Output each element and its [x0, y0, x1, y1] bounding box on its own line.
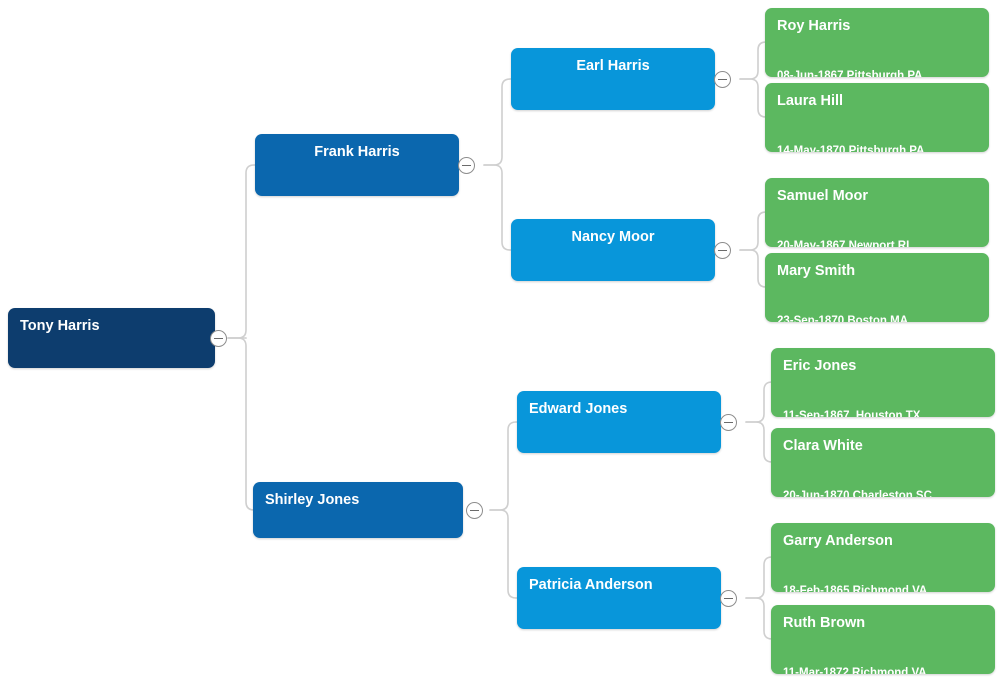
- node-birth: 23-Sep-1870 Boston MA: [777, 315, 909, 322]
- node-dates: 23-Nov-1890 Pittsburgh PA 18-Jan-1974 No…: [523, 79, 703, 110]
- toggle-earl-harris[interactable]: [714, 71, 731, 88]
- toggle-tony-harris[interactable]: [210, 330, 227, 347]
- node-clara-white[interactable]: Clara White 20-Jun-1870 Charleston SC 25…: [771, 428, 995, 497]
- node-tony-harris[interactable]: Tony Harris 23-Jun-1933 Miami FL: [8, 308, 215, 368]
- node-dates: 08-Jan-1914 Miami FL: [265, 513, 451, 538]
- toggle-shirley-jones[interactable]: [466, 502, 483, 519]
- toggle-frank-harris[interactable]: [458, 157, 475, 174]
- node-birth: 18-Feb-1865 Richmond VA: [783, 585, 928, 592]
- node-name: Eric Jones: [783, 358, 857, 374]
- node-garry-anderson[interactable]: Garry Anderson 18-Feb-1865 Richmond VA 2…: [771, 523, 995, 592]
- node-name: Clara White: [783, 438, 863, 454]
- node-name: Laura Hill: [777, 93, 844, 109]
- node-name: Tony Harris: [20, 318, 100, 334]
- node-birth: 23-May-1908 Norfolk VA: [267, 195, 447, 196]
- node-name: Roy Harris: [777, 18, 851, 34]
- node-patricia-anderson[interactable]: Patricia Anderson 23-Feb-1892 Montgomery…: [517, 567, 721, 629]
- node-birth: 23-Feb-1892 Montgomery AL: [529, 628, 709, 629]
- node-edward-jones[interactable]: Edward Jones 23-Oct-1889 Savannah GA 10-…: [517, 391, 721, 453]
- node-name: Edward Jones: [529, 401, 628, 417]
- toggle-edward-jones[interactable]: [720, 414, 737, 431]
- node-earl-harris[interactable]: Earl Harris 23-Nov-1890 Pittsburgh PA 18…: [511, 48, 715, 110]
- node-name: Shirley Jones: [265, 492, 360, 508]
- node-dates: 11-Sep-1867 Houston TX 20-Dec-1947 Charl…: [783, 379, 983, 417]
- node-dates: 23-Jun-1933 Miami FL: [20, 339, 203, 368]
- node-name: Garry Anderson: [783, 533, 893, 549]
- node-eric-jones[interactable]: Eric Jones 11-Sep-1867 Houston TX 20-Dec…: [771, 348, 995, 417]
- node-name: Earl Harris: [576, 58, 650, 74]
- node-ruth-brown[interactable]: Ruth Brown 11-Mar-1872 Richmond VA 08-Ja…: [771, 605, 995, 674]
- node-birth: 23-Nov-1890 Pittsburgh PA: [523, 109, 703, 110]
- node-name: Frank Harris: [314, 144, 400, 160]
- node-shirley-jones[interactable]: Shirley Jones 08-Jan-1914 Miami FL: [253, 482, 463, 538]
- node-birth: 20-May-1867 Newport RI: [777, 240, 910, 247]
- node-dates: 23-May-1908 Norfolk VA 18-Jan-2001 Miami…: [267, 165, 447, 196]
- node-dates: 08-Jun-1867 Pittsburgh PA 28-Dec-1945 Pi…: [777, 39, 977, 77]
- node-frank-harris[interactable]: Frank Harris 23-May-1908 Norfolk VA 18-J…: [255, 134, 459, 196]
- node-birth: 20-Jun-1870 Charleston SC: [783, 490, 932, 497]
- node-dates: 14-May-1870 Pittsburgh PA 18-Jan-1943 Pi…: [777, 114, 977, 152]
- node-birth: 23-Oct-1889 Savannah GA: [529, 452, 709, 453]
- node-name: Nancy Moor: [571, 229, 655, 245]
- node-dates: 20-Jun-1870 Charleston SC 25-Jan-1947 Mi…: [783, 459, 983, 497]
- node-dates: 23-Feb-1892 Montgomery AL 26-Mar-1983 Mi…: [529, 598, 709, 629]
- node-birth: 08-Jun-1867 Pittsburgh PA: [777, 70, 923, 77]
- toggle-nancy-moor[interactable]: [714, 242, 731, 259]
- node-dates: 23-Aug-1892 Boston MA 18-Nov-1970 Norfol…: [523, 250, 703, 281]
- node-name: Patricia Anderson: [529, 577, 653, 593]
- node-dates: 23-Sep-1870 Boston MA 05-Jan-1846 Boston…: [777, 284, 977, 322]
- node-roy-harris[interactable]: Roy Harris 08-Jun-1867 Pittsburgh PA 28-…: [765, 8, 989, 77]
- node-dates: 23-Oct-1889 Savannah GA 10-Jan-1977 Miam…: [529, 422, 709, 453]
- node-birth: 11-Mar-1872 Richmond VA: [783, 667, 927, 674]
- node-birth: 14-May-1870 Pittsburgh PA: [777, 145, 925, 152]
- toggle-patricia-anderson[interactable]: [720, 590, 737, 607]
- node-dates: 20-May-1867 Newport RI 18-Jul-1938 Bosto…: [777, 209, 977, 247]
- node-name: Ruth Brown: [783, 615, 866, 631]
- node-samuel-moor[interactable]: Samuel Moor 20-May-1867 Newport RI 18-Ju…: [765, 178, 989, 247]
- node-birth: 23-Aug-1892 Boston MA: [523, 280, 703, 281]
- node-dates: 18-Feb-1865 Richmond VA 21-Apr-1920 Mont…: [783, 554, 983, 592]
- node-birth: 11-Sep-1867 Houston TX: [783, 410, 921, 417]
- node-name: Samuel Moor: [777, 188, 869, 204]
- node-laura-hill[interactable]: Laura Hill 14-May-1870 Pittsburgh PA 18-…: [765, 83, 989, 152]
- node-name: Mary Smith: [777, 263, 856, 279]
- node-mary-smith[interactable]: Mary Smith 23-Sep-1870 Boston MA 05-Jan-…: [765, 253, 989, 322]
- node-nancy-moor[interactable]: Nancy Moor 23-Aug-1892 Boston MA 18-Nov-…: [511, 219, 715, 281]
- node-dates: 11-Mar-1872 Richmond VA 08-Jan-1952 Mont…: [783, 636, 983, 674]
